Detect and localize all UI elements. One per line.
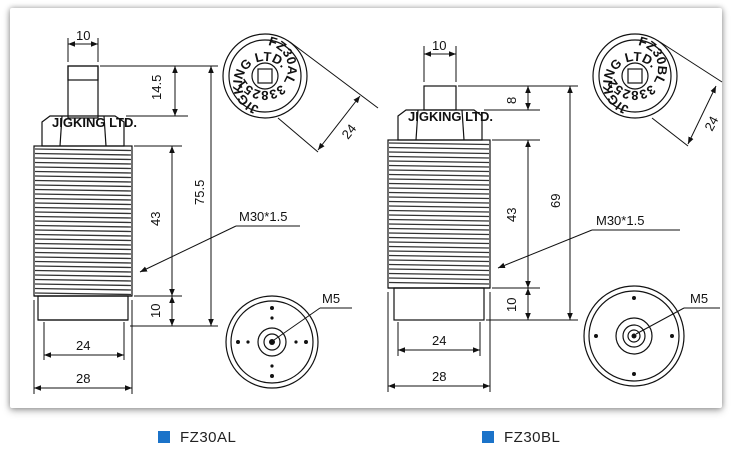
right-top-view: FZ30BL 338252 JIGKING LTD. 24 bbox=[592, 33, 723, 147]
right-thread-callout: M30*1.5 bbox=[596, 213, 644, 228]
right-screw-callout: M5 bbox=[690, 291, 708, 306]
caption-left: FZ30AL bbox=[158, 428, 236, 446]
caption-right-label: FZ30BL bbox=[504, 428, 561, 446]
right-bottom-view: M5 bbox=[583, 285, 720, 387]
left-threads bbox=[34, 148, 132, 296]
left-dim-thread-height: 43 bbox=[148, 212, 163, 226]
right-dim-base-height: 10 bbox=[504, 298, 519, 312]
left-dim-top-width: 10 bbox=[76, 28, 90, 43]
right-dim-inner-width: 24 bbox=[432, 333, 446, 348]
right-dim-outer-width: 28 bbox=[432, 369, 446, 384]
right-nut-engraving: JIGKING LTD. bbox=[408, 109, 493, 124]
left-dim-outer-width: 28 bbox=[76, 371, 90, 386]
left-bottom-view: M5 bbox=[225, 291, 352, 389]
right-dim-cap-height: 8 bbox=[504, 97, 519, 104]
caption-right: FZ30BL bbox=[482, 428, 560, 446]
right-dim-total-height: 69 bbox=[548, 194, 563, 208]
left-nut-engraving: JIGKING LTD. bbox=[52, 115, 137, 130]
left-base bbox=[37, 295, 129, 321]
square-icon bbox=[158, 431, 170, 443]
right-dim-thread-height: 43 bbox=[504, 208, 519, 222]
right-base bbox=[393, 287, 485, 321]
left-thread-callout: M30*1.5 bbox=[239, 209, 287, 224]
left-dim-base-height: 10 bbox=[148, 304, 163, 318]
square-icon bbox=[482, 431, 494, 443]
left-dim-cap-height: 14.5 bbox=[149, 75, 164, 100]
right-sensor-side-view: JIGKING LTD. 10 8 69 43 10 M30*1.5 bbox=[387, 38, 680, 392]
left-dim-total-height: 75.5 bbox=[192, 180, 207, 205]
right-threads bbox=[388, 142, 490, 285]
drawing-panel bbox=[10, 8, 722, 408]
left-stem bbox=[67, 65, 99, 119]
left-stem-tip bbox=[67, 65, 99, 81]
right-dim-top-width: 10 bbox=[432, 38, 446, 53]
left-dim-inner-width: 24 bbox=[76, 338, 90, 353]
left-dim-hex-width: 24 bbox=[339, 121, 360, 142]
right-stem bbox=[423, 85, 457, 111]
left-sensor-side-view: JIGKING LTD. 10 14.5 75.5 43 10 bbox=[33, 28, 300, 394]
left-screw-callout: M5 bbox=[322, 291, 340, 306]
right-dim-hex-width: 24 bbox=[701, 114, 721, 134]
caption-left-label: FZ30AL bbox=[180, 428, 237, 446]
left-top-view: FZ30AL 338251 JIGKING LTD. 24 bbox=[222, 33, 379, 153]
